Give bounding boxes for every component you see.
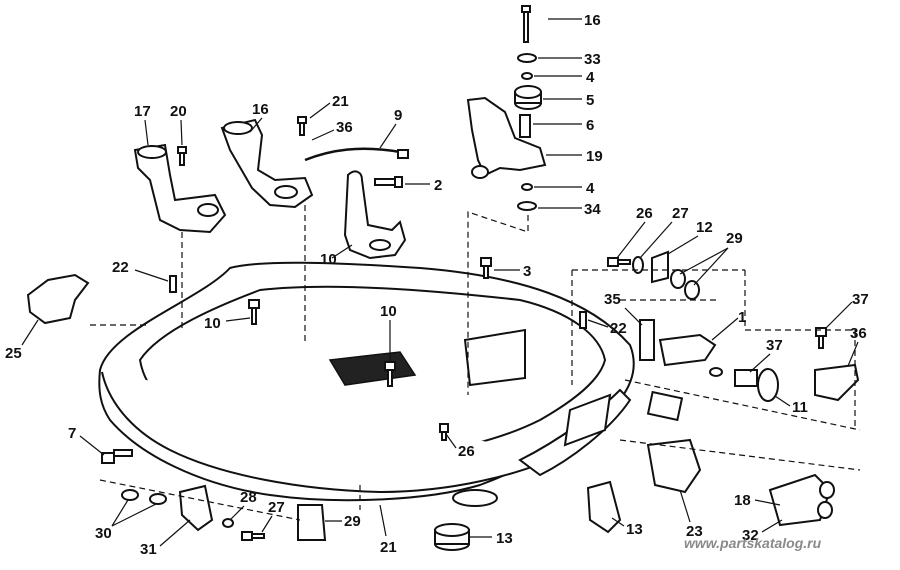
callout-16: 16 xyxy=(252,101,269,118)
nut-4-lower xyxy=(521,183,533,191)
bracket-36 xyxy=(814,363,860,402)
clip-24 xyxy=(26,273,90,325)
lower-cover xyxy=(98,261,635,507)
callout-15: 16 xyxy=(584,12,601,29)
callout-27-top: 27 xyxy=(672,205,689,222)
clip-13 xyxy=(586,480,622,534)
callout-35: 36 xyxy=(336,119,353,136)
callout-24: 25 xyxy=(5,345,22,362)
bracket-16 xyxy=(220,118,314,209)
callout-10-mid: 10 xyxy=(380,303,397,320)
callout-33: 35 xyxy=(604,291,621,308)
hinge-assembly xyxy=(658,333,723,377)
bushing-34 xyxy=(734,369,758,387)
callout-25: 26 xyxy=(458,443,475,460)
washer-32-top xyxy=(517,53,537,63)
callout-3: 3 xyxy=(523,263,531,280)
callout-37: 37 xyxy=(852,291,869,308)
stud-22-left xyxy=(169,275,177,293)
callout-23: 23 xyxy=(686,523,703,540)
bolt-15 xyxy=(521,5,531,43)
callout-36: 36 xyxy=(850,325,867,342)
ring-11 xyxy=(757,368,779,402)
screw-26-top xyxy=(607,257,631,267)
callout-29-top: 29 xyxy=(726,230,743,247)
callout-29-bottom: 30 xyxy=(95,525,112,542)
bracket-23 xyxy=(646,438,702,494)
callout-26-bottom: 27 xyxy=(268,499,285,516)
callout-28: 29 xyxy=(344,513,361,530)
callout-22-left: 22 xyxy=(112,259,129,276)
callout-9: 9 xyxy=(394,107,402,124)
screw-37 xyxy=(815,327,827,349)
callout-20-left: 20 xyxy=(170,103,187,120)
pin-31 xyxy=(819,481,835,499)
callout-7: 7 xyxy=(68,425,76,442)
grommet-14 xyxy=(434,523,470,551)
callout-10-left: 10 xyxy=(204,315,221,332)
bracket-17 xyxy=(133,143,227,234)
washer-32-lower xyxy=(517,201,537,211)
callout-27-bottom: 28 xyxy=(240,489,257,506)
bolt-10-left xyxy=(248,299,260,325)
callout-17: 17 xyxy=(134,103,151,120)
pad-28 xyxy=(297,504,327,541)
alignment-lines xyxy=(90,205,861,521)
washer-27-top xyxy=(632,256,644,274)
screw-20-mid xyxy=(297,116,307,136)
nut-4-top xyxy=(521,72,533,80)
screw-3 xyxy=(480,257,492,279)
callout-14: 13 xyxy=(496,530,513,547)
screw-26-bottom xyxy=(241,531,265,541)
screw-20-left xyxy=(177,146,187,166)
washer-29-bottom-b xyxy=(149,493,167,505)
callout-4-top: 4 xyxy=(586,69,595,86)
watermark: www.partskatalog.ru xyxy=(684,535,822,551)
callout-18: 18 xyxy=(734,492,751,509)
callout-12: 12 xyxy=(696,219,713,236)
callout-21: 21 xyxy=(380,539,397,556)
washer-27-bottom xyxy=(222,518,234,528)
callout-11: 11 xyxy=(792,399,808,416)
plate-33 xyxy=(639,319,655,361)
callout-19: 19 xyxy=(586,148,603,165)
bracket-12 xyxy=(651,250,669,284)
callout-31: 32 xyxy=(742,527,759,544)
pad-right xyxy=(646,390,684,422)
callout-8: 10 xyxy=(320,251,337,268)
ground-wire-terminal xyxy=(397,149,409,159)
callout-1: 1 xyxy=(738,309,746,326)
washer-29-bottom-a xyxy=(121,489,139,501)
bolt-2 xyxy=(374,176,403,188)
callout-34: 37 xyxy=(766,337,783,354)
pin-31b xyxy=(817,501,833,519)
screw-25 xyxy=(439,423,449,441)
callout-5: 5 xyxy=(586,92,594,109)
callout-20-mid: 21 xyxy=(332,93,349,110)
bracket-8 xyxy=(343,170,407,260)
callout-22-right: 22 xyxy=(610,320,627,337)
callout-6: 6 xyxy=(586,117,594,134)
washer-29-b xyxy=(684,280,700,300)
callouts: 16 33 4 5 6 19 4 34 17 20 16 21 36 9 2 1… xyxy=(5,12,869,558)
callout-30: 31 xyxy=(140,541,157,558)
callout-26-top: 26 xyxy=(636,205,653,222)
callout-2: 2 xyxy=(434,177,442,194)
callout-4-lower: 4 xyxy=(586,180,595,197)
bracket-19 xyxy=(466,96,547,179)
callout-13: 13 xyxy=(626,521,643,538)
callout-32-lower: 34 xyxy=(584,201,601,218)
stud-22-right xyxy=(579,311,587,329)
ground-wire-9 xyxy=(304,147,401,162)
callout-32-top: 33 xyxy=(584,51,601,68)
bracket-30 xyxy=(178,484,214,532)
mount-5 xyxy=(514,85,542,110)
screw-7 xyxy=(101,449,133,464)
